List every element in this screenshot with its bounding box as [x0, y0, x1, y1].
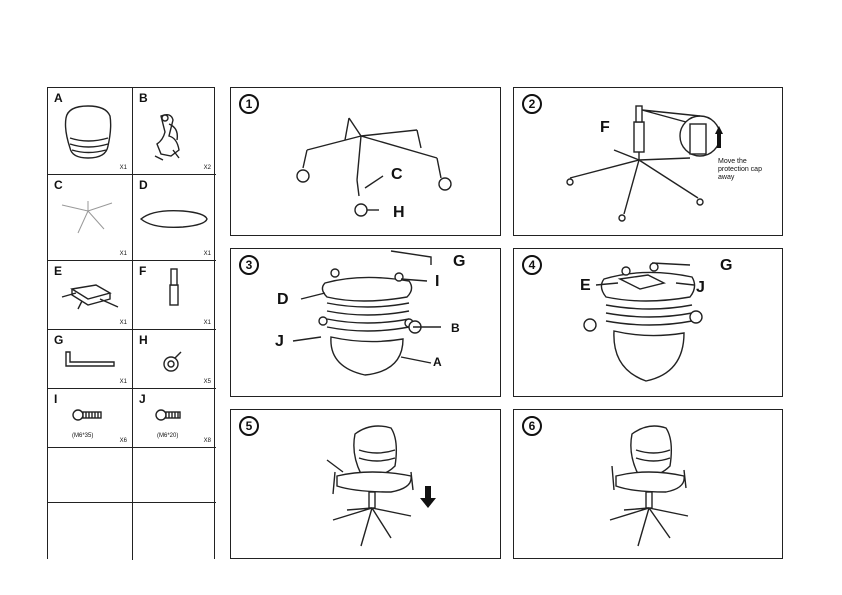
- label-g: G: [720, 257, 733, 274]
- part-cell-h: H X5: [133, 330, 216, 388]
- part-cell-g: G X1: [48, 330, 132, 388]
- label-c: C: [391, 166, 403, 183]
- table-divider: [48, 174, 216, 175]
- part-spec: (M6*35): [72, 433, 94, 439]
- part-quantity: X1: [119, 379, 127, 385]
- label-f: F: [600, 119, 610, 136]
- caster-illustration: [163, 351, 182, 372]
- part-cell-f: F X1: [133, 261, 216, 329]
- screw-i-illustration: [72, 409, 102, 421]
- label-a: A: [433, 355, 442, 369]
- mechanism-illustration: [61, 284, 119, 310]
- part-quantity: X8: [203, 438, 211, 444]
- part-quantity: X1: [119, 320, 127, 326]
- part-letter: I: [54, 392, 58, 406]
- step-2-panel: 2 F Move the protection cap away: [513, 87, 783, 236]
- instruction-note: Move the protection cap away: [718, 158, 762, 181]
- step-number: 4: [522, 255, 542, 275]
- part-cell-e: E X1: [48, 261, 132, 329]
- part-letter: B: [139, 91, 148, 105]
- table-divider: [132, 88, 133, 560]
- label-j: J: [275, 333, 284, 350]
- gas-lift-illustration: [169, 268, 179, 306]
- label-i: I: [435, 273, 440, 290]
- step-number: 1: [239, 94, 259, 114]
- part-quantity: X6: [119, 438, 127, 444]
- gas-lift-install-illustration: [566, 105, 723, 222]
- part-letter: F: [139, 264, 147, 278]
- table-divider: [48, 329, 216, 330]
- part-letter: H: [139, 333, 148, 347]
- step-number: 3: [239, 255, 259, 275]
- parts-list-table: A X1 B X2 C X1 D X1 E: [47, 87, 216, 560]
- part-spec: (M6*20): [157, 433, 179, 439]
- label-b: B: [451, 321, 460, 335]
- label-e: E: [580, 277, 591, 294]
- part-cell-i: I (M6*35) X6: [48, 389, 132, 447]
- mechanism-attach-illustration: [583, 262, 703, 382]
- step-5-panel: 5: [230, 409, 501, 559]
- part-letter: G: [54, 333, 64, 347]
- table-divider: [48, 447, 216, 448]
- seat-illustration: [139, 209, 208, 229]
- assembled-chair-illustration: [609, 425, 689, 547]
- screw-j-illustration: [155, 409, 181, 421]
- step-number: 2: [522, 94, 542, 114]
- part-letter: D: [139, 178, 148, 192]
- label-h: H: [393, 204, 405, 221]
- part-quantity: X1: [119, 251, 127, 257]
- step-3-panel: 3 G I D B J A: [230, 248, 501, 397]
- base-illustration: [61, 201, 113, 234]
- label-d: D: [277, 291, 289, 308]
- step-4-panel: 4 G E J: [513, 248, 783, 397]
- seat-attach-illustration: [292, 250, 441, 376]
- part-quantity: X1: [119, 165, 127, 171]
- table-divider: [48, 502, 216, 503]
- label-j: J: [696, 279, 705, 296]
- chair-press-illustration: [326, 425, 436, 547]
- base-casters-illustration: [296, 117, 452, 217]
- step-1-panel: 1 C H: [230, 87, 501, 236]
- part-cell-b: B X2: [133, 88, 216, 174]
- part-cell-d: D X1: [133, 175, 216, 260]
- table-divider: [48, 260, 216, 261]
- part-letter: C: [54, 178, 63, 192]
- part-quantity: X5: [203, 379, 211, 385]
- part-letter: A: [54, 91, 63, 105]
- part-quantity: X2: [203, 165, 211, 171]
- part-quantity: X1: [203, 251, 211, 257]
- backrest-illustration: [64, 105, 112, 159]
- hex-key-illustration: [65, 351, 115, 367]
- step-number: 6: [522, 416, 542, 436]
- armrest-illustration: [154, 113, 180, 161]
- part-cell-j: J (M6*20) X8: [133, 389, 216, 447]
- part-letter: J: [139, 392, 146, 406]
- part-quantity: X1: [203, 320, 211, 326]
- part-cell-a: A X1: [48, 88, 132, 174]
- part-cell-c: C X1: [48, 175, 132, 260]
- table-divider: [48, 388, 216, 389]
- part-letter: E: [54, 264, 63, 278]
- step-number: 5: [239, 416, 259, 436]
- step-6-panel: 6: [513, 409, 783, 559]
- label-g: G: [453, 253, 466, 270]
